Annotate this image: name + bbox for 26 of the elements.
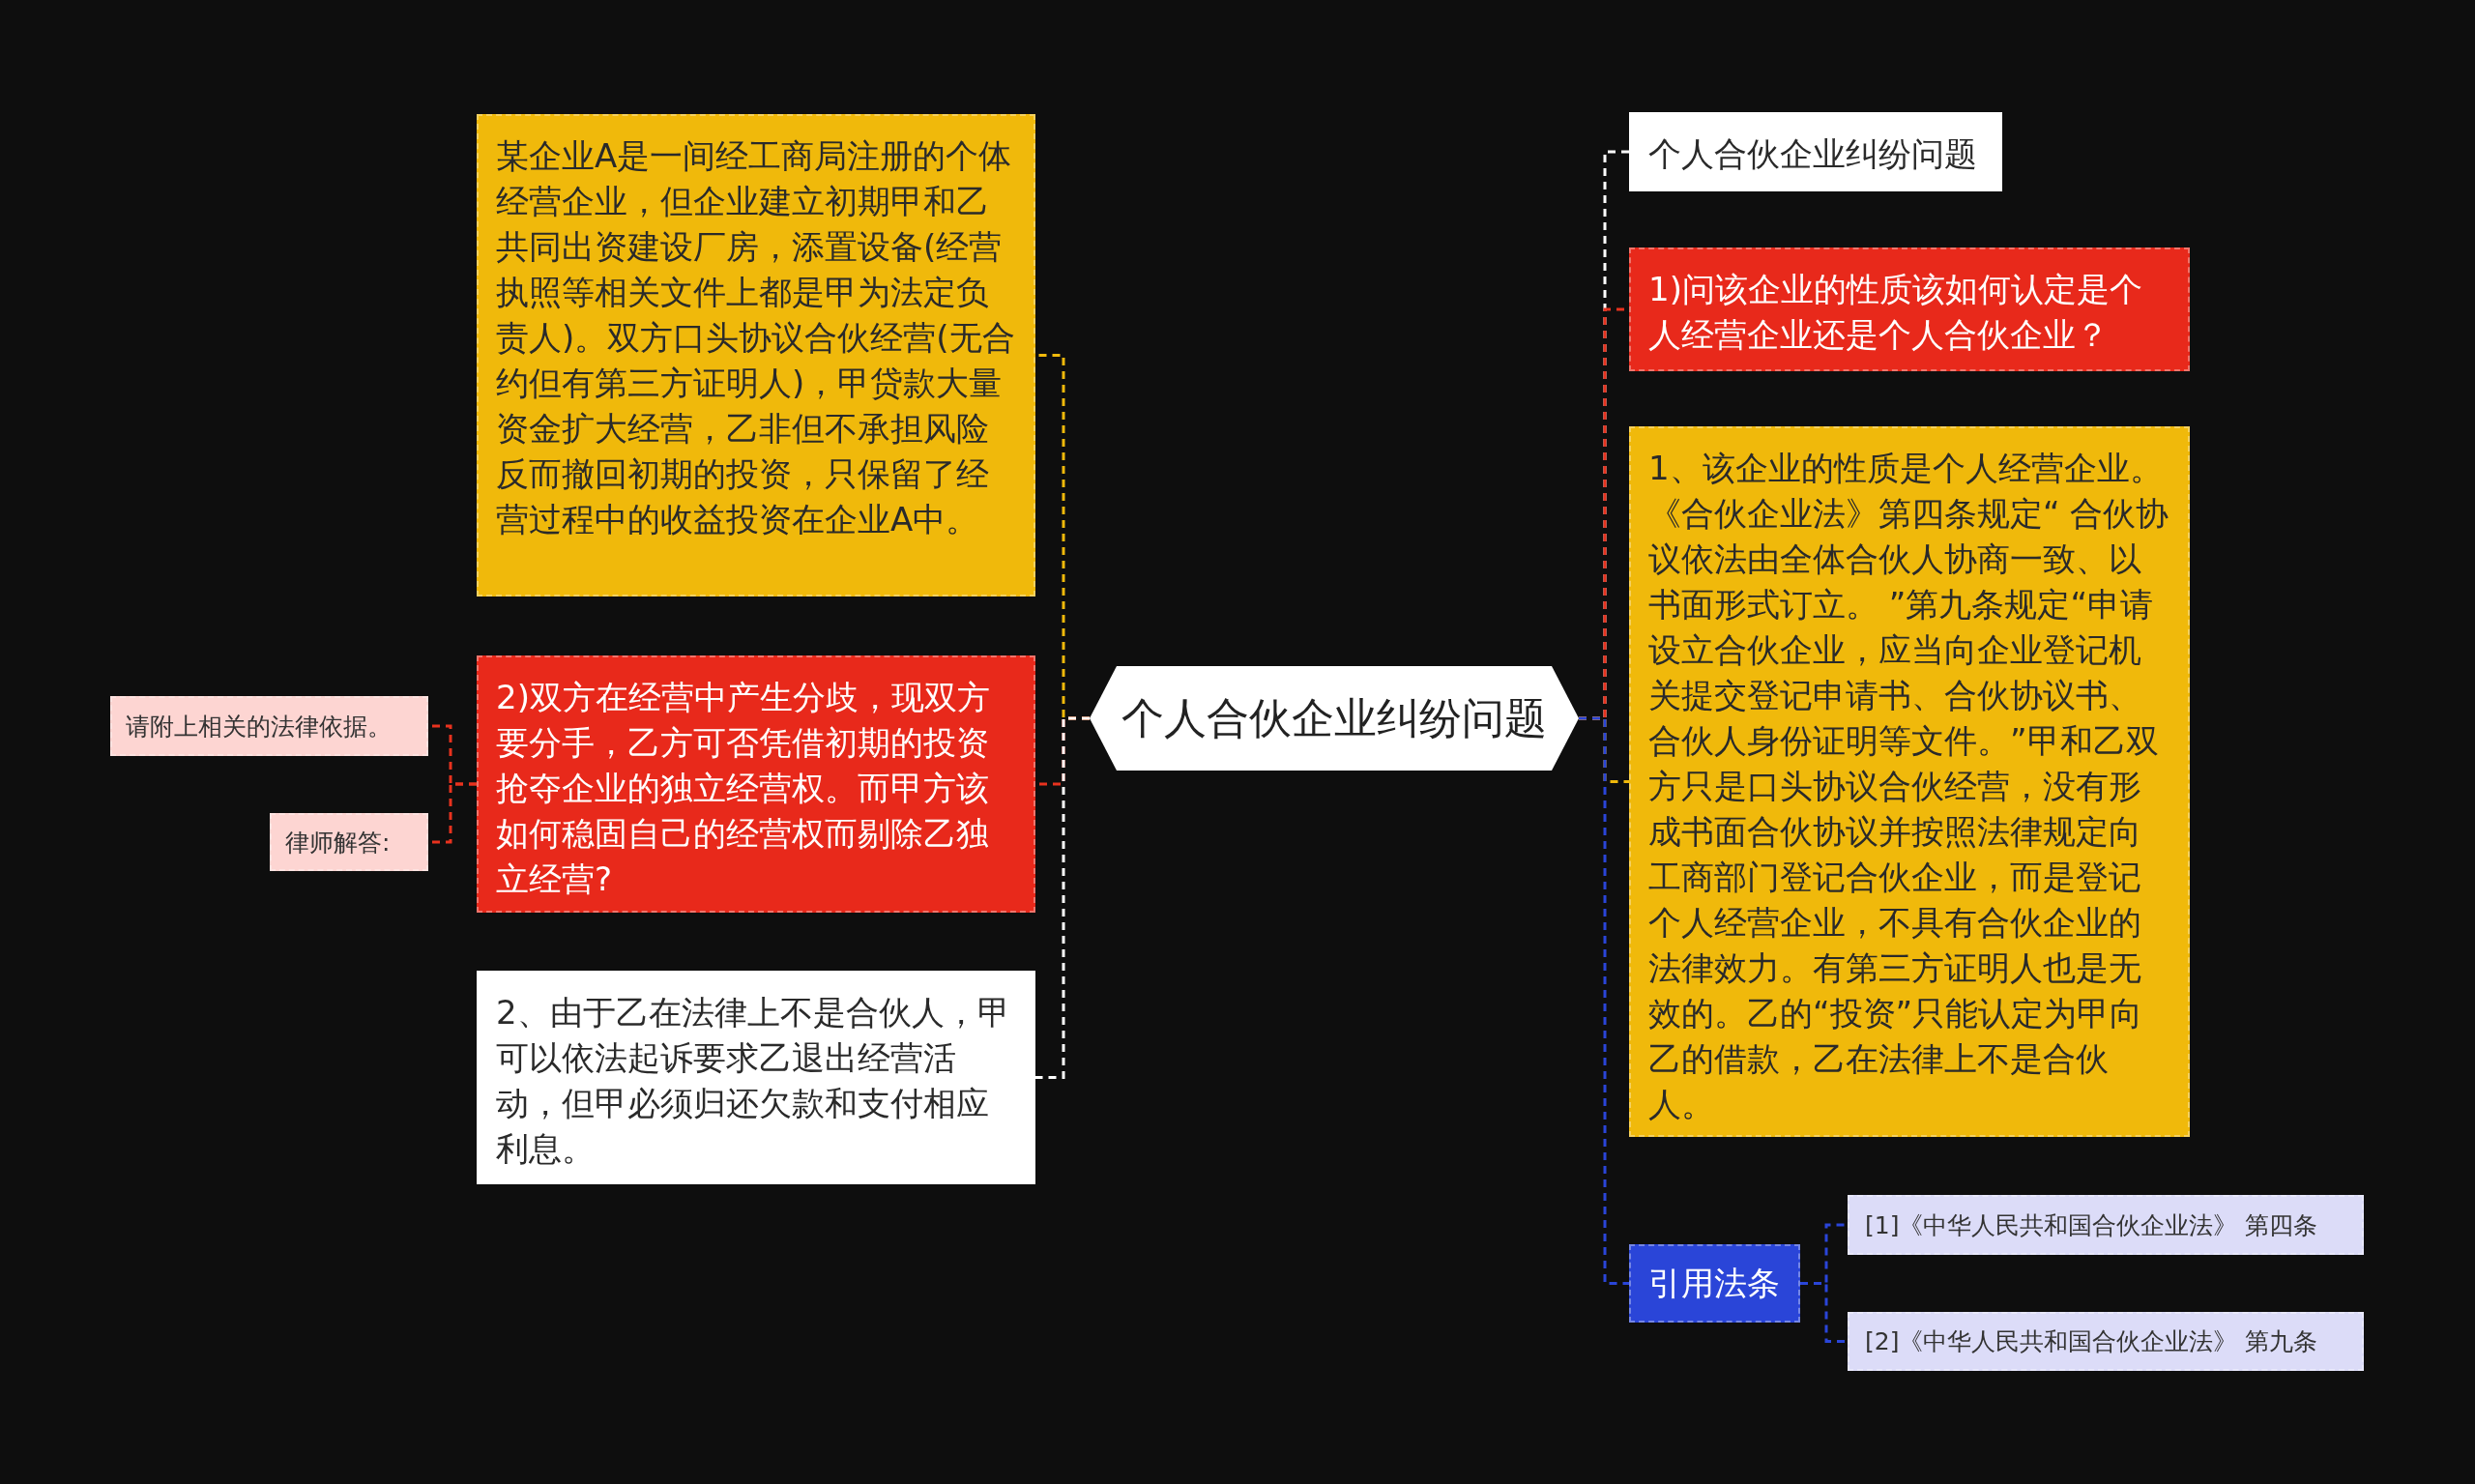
topic-text: [1]《中华人民共和国合伙企业法》 第四条 [1865,1209,2318,1241]
subtopic-box [270,813,428,871]
topic-text: 引用法条 [1648,1262,1780,1304]
topic-box [1629,112,2002,191]
subtopic-box [110,696,428,756]
topic-text: 2、由于乙在法律上不是合伙人，甲可以依法起诉要求乙退出经营活动，但甲必须归还欠款和支付相应利息。 [496,992,1011,1170]
topic-text: 1)问该企业的性质该如何认定是个人经营企业还是个人合伙企业？ [1648,269,2143,356]
connector [1800,1282,1848,1343]
topic-text: 律师解答: [285,827,391,858]
topic-box [1629,247,2190,371]
connector [1579,716,1629,1285]
topic-text: 个人合伙企业纠纷问题 [1121,691,1547,744]
subtopic-box [1848,1312,2364,1371]
topic-text: 个人合伙企业纠纷问题 [1648,133,1978,175]
topic-text: [2]《中华人民共和国合伙企业法》 第九条 [1865,1326,2318,1357]
topic-text: 2)双方在经营中产生分歧，现双方要分手，乙方可否凭借初期的投资抢夺企业的独立经营权。而甲方该如何稳固自己的经营权而剔除乙独立经营? [496,677,991,900]
topic-text: 请附上相关的法律依据。 [126,711,392,742]
topic-text: 某企业A是一间经工商局注册的个体经营企业，但企业建立初期甲和乙共同出资建设厂房，添置设备(经营执照等相关文件上都是甲为法定负责人)。双方口头协议合伙经营(无合约但有第三方证明人)，甲贷款大量资金扩大经营，乙非但不承担风险反而撤回初期的投资，只保留了经营过程中的收益投资在企业A中。 [496,135,1016,540]
connector [1035,716,1090,1079]
topic-box [477,655,1035,913]
subtopic-box [1848,1195,2364,1255]
topic-box [477,114,1035,597]
topic-box [1629,1244,1800,1323]
topic-text: 1、该企业的性质是个人经营企业。《合伙企业法》第四条规定“ 合伙协议依法由全体合伙人协商一致、以书面形式订立。 ”第九条规定“申请设立合伙企业，应当向企业登记机关提交登记申请书、合伙协议书、合伙人身份证明等文件。”甲和乙双方只是口头协议合伙经营，没有形成书面合伙协议并按照法律规定向工商部门登记合伙企业，而是登记个人经营企业，不具有合伙企业的法律效力。有第三方证明人也是无效的。乙的“投资”只能认定为甲向乙的借款，乙在法律上不是合伙人。 [1648,448,2170,1125]
topic-box [477,971,1035,1184]
central-topic [1090,666,1579,771]
